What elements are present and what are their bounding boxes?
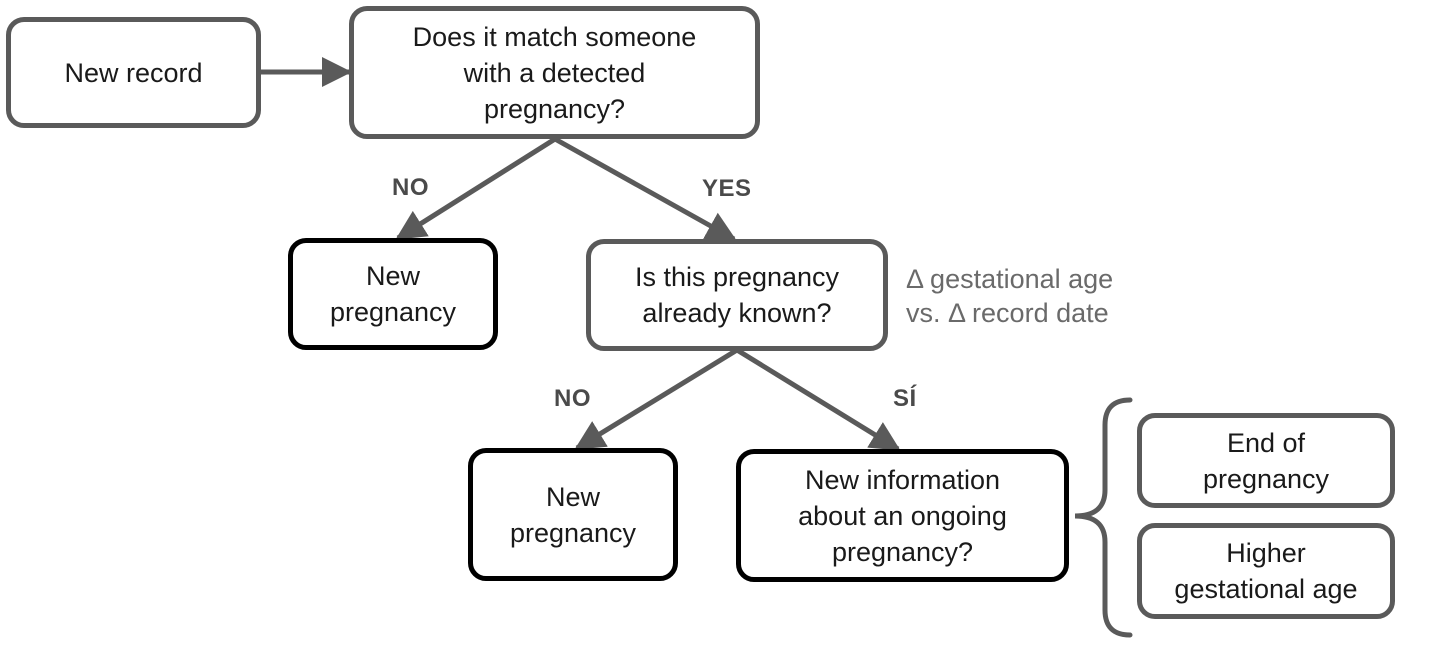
edge-label-yes-1: YES xyxy=(702,175,752,202)
gestational-age-annotation: Δ gestational age vs. Δ record date xyxy=(906,264,1114,328)
higher-gestational-age-text: Higher gestational age xyxy=(1174,538,1358,604)
arrow-match-to-yes xyxy=(553,136,737,242)
end-of-pregnancy-node: End of pregnancy xyxy=(1137,413,1395,508)
new-pregnancy-node-1: New pregnancy xyxy=(288,238,498,350)
known-question-node: Is this pregnancy already known? xyxy=(586,239,888,351)
match-question-text: Does it match someone with a detected pr… xyxy=(412,21,697,124)
new-info-question-text: New information about an ongoing pregnan… xyxy=(798,464,1007,567)
arrow-match-to-no xyxy=(395,136,557,241)
higher-gestational-age-node: Higher gestational age xyxy=(1137,523,1395,619)
new-record-node: New record xyxy=(6,17,261,128)
new-pregnancy-node-2: New pregnancy xyxy=(468,448,678,581)
new-pregnancy-1-text: New pregnancy xyxy=(329,261,457,327)
new-record-text: New record xyxy=(64,57,203,88)
edge-label-si-2: SÍ xyxy=(893,385,917,412)
new-pregnancy-2-text: New pregnancy xyxy=(509,481,637,548)
end-of-pregnancy-text: End of pregnancy xyxy=(1202,427,1330,494)
known-question-text: Is this pregnancy already known? xyxy=(634,262,840,328)
edge-label-no-2: NO xyxy=(554,385,591,412)
arrow-known-to-no xyxy=(574,347,739,451)
match-question-node: Does it match someone with a detected pr… xyxy=(349,6,760,139)
curly-brace xyxy=(1074,397,1133,638)
new-info-question-node: New information about an ongoing pregnan… xyxy=(736,449,1069,582)
edge-label-no-1: NO xyxy=(392,174,429,201)
arrow-known-to-si xyxy=(735,347,901,452)
